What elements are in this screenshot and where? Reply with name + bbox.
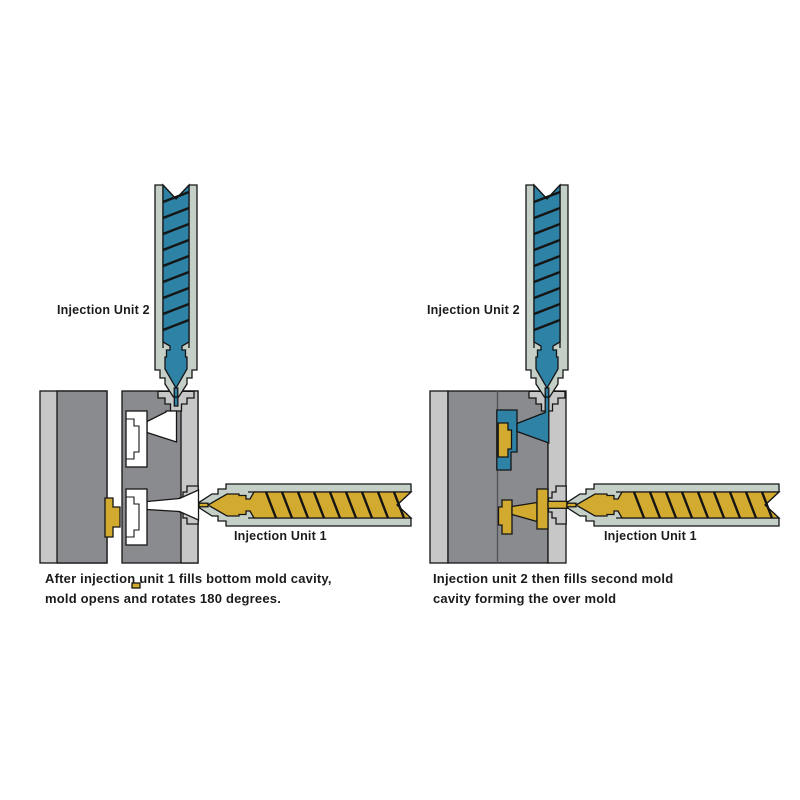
injection-unit-2-left	[153, 183, 199, 399]
molded-part-bottom	[497, 499, 513, 535]
label-injection-unit-1-right: Injection Unit 1	[604, 529, 697, 543]
panel-mold-open	[39, 183, 413, 589]
caption-right-line1: Injection unit 2 then fills second mold	[433, 571, 674, 586]
injection-unit-1-left	[197, 482, 413, 528]
cavity-top-step-detail	[126, 418, 140, 460]
panel-mold-closed	[429, 183, 781, 564]
injection-unit-2-right	[524, 183, 570, 399]
nozzle-drip-blue	[173, 396, 179, 407]
sprue-puck-yellow	[536, 488, 549, 530]
caption-right-line2: cavity forming the over mold	[433, 590, 617, 606]
cavity-bottom-step-detail	[126, 496, 140, 538]
caption-left: After injection unit 1 fills bottom mold…	[45, 569, 332, 608]
cavity-bottom-empty	[125, 488, 148, 546]
caption-left-line1: After injection unit 1 fills bottom mold…	[45, 571, 332, 586]
moving-block	[56, 390, 108, 564]
stationary-platen	[180, 390, 199, 564]
molded-part-first-shot	[104, 497, 121, 538]
caption-left-line2: mold opens and rotates 180 degrees.	[45, 590, 282, 606]
injection-unit-1-right	[565, 482, 781, 528]
caption-right: Injection unit 2 then fills second mold …	[433, 569, 673, 608]
mold-left-stationary-half	[121, 390, 200, 564]
moving-platen	[429, 390, 449, 564]
stationary-platen	[547, 390, 567, 564]
mold-left-moving-half	[39, 390, 121, 564]
mold-right	[429, 390, 568, 564]
label-injection-unit-2-right: Injection Unit 2	[427, 303, 520, 317]
label-injection-unit-1-left: Injection Unit 1	[234, 529, 327, 543]
rotate-marker	[131, 582, 141, 589]
first-shot-core-part	[497, 422, 513, 458]
cavity-top-empty	[125, 410, 148, 468]
sprue-channel-yellow	[547, 500, 568, 509]
label-injection-unit-2-left: Injection Unit 2	[57, 303, 150, 317]
